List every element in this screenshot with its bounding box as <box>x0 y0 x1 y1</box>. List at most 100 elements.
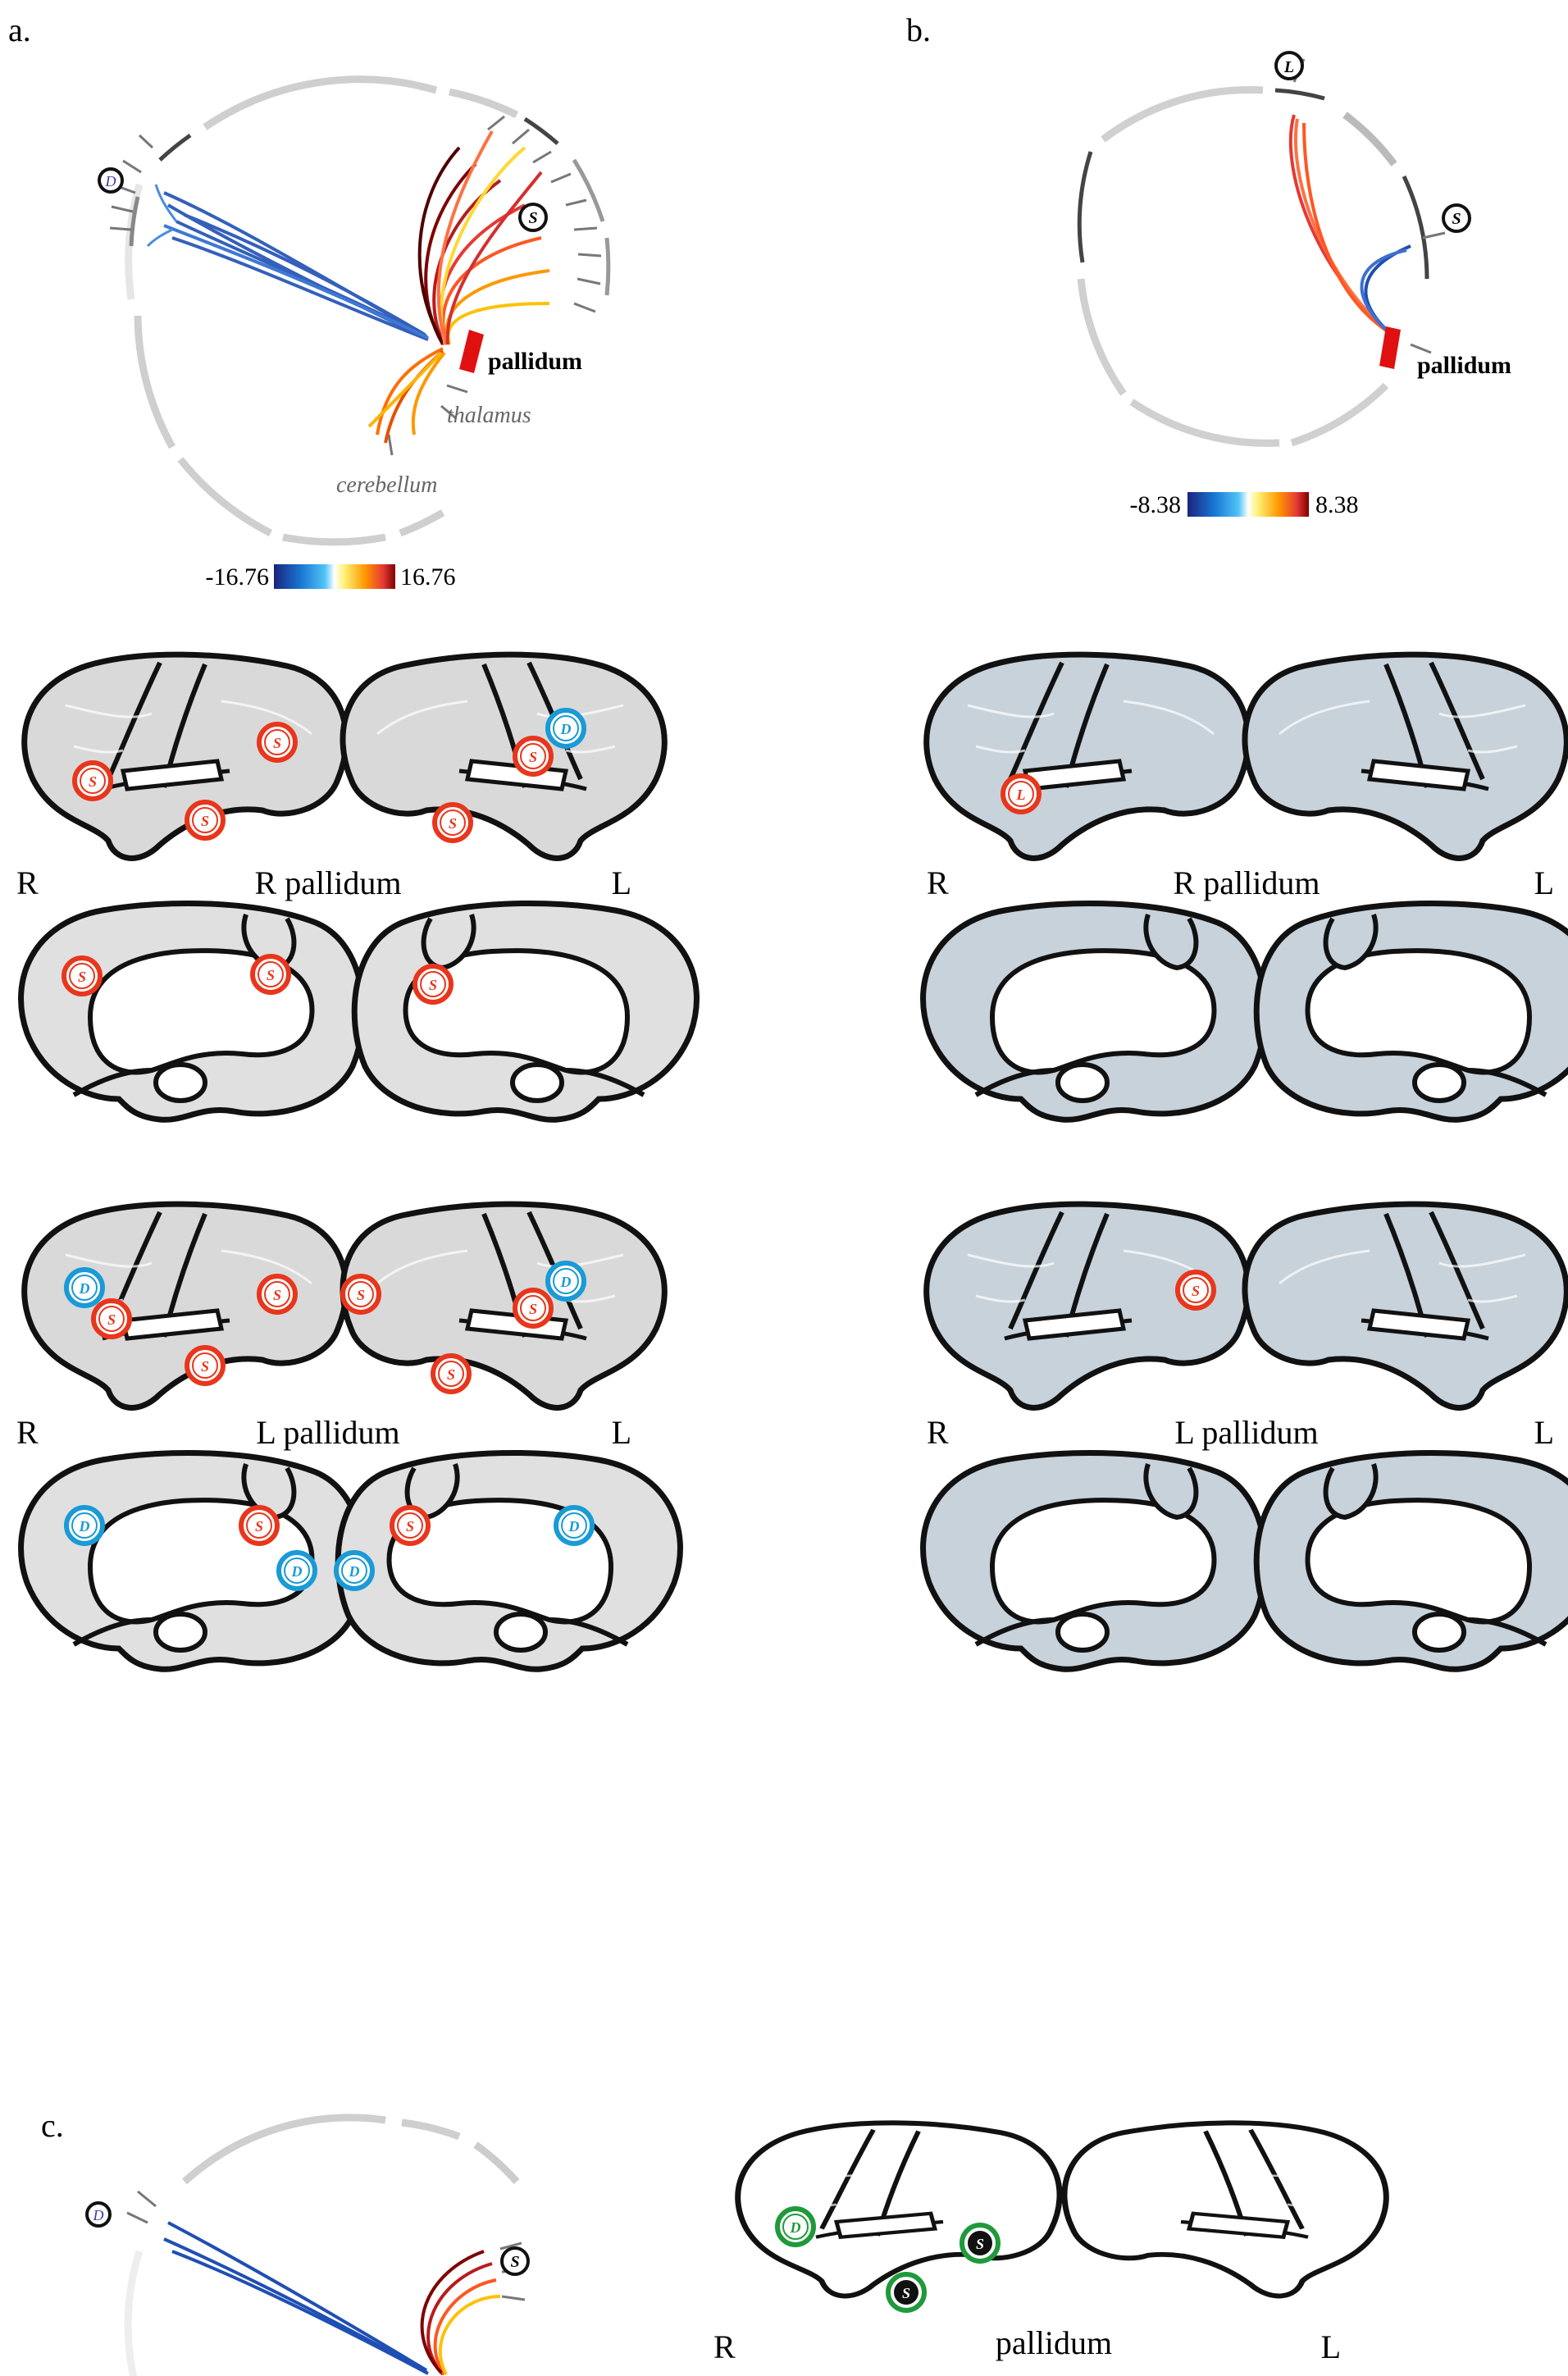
region-marker: S <box>185 800 226 841</box>
panel-a-colorbar-max: 16.76 <box>400 563 456 591</box>
region-marker: D <box>545 1261 586 1302</box>
region-marker-letter: S <box>902 2285 910 2301</box>
row-label-right: L <box>612 1414 631 1451</box>
region-marker: S <box>413 964 454 1005</box>
region-marker: S <box>91 1298 132 1339</box>
region-marker: D <box>545 708 586 749</box>
region-marker-letter: S <box>1192 1283 1200 1299</box>
region-marker: L <box>1001 773 1042 814</box>
region-marker-letter: D <box>568 1518 580 1535</box>
brain-medial <box>338 1453 680 1669</box>
region-marker-letter: L <box>1016 787 1026 803</box>
panel-b-pallidum-label: pallidum <box>1417 352 1511 379</box>
panel-c-brain-row-pallidum: R pallidum L <box>713 2123 1386 2365</box>
panel-b-colorbar-min: -8.38 <box>1130 491 1182 518</box>
panel-b-node-s: S <box>1452 210 1461 228</box>
panel-b-brain-row-r-pallidum: R R pallidum L <box>923 654 1568 1120</box>
region-marker-letter: S <box>449 815 457 832</box>
panel-c-node-d: D <box>93 2207 104 2223</box>
region-marker-letter: D <box>79 1280 90 1297</box>
panel-b-node-l: L <box>1283 58 1294 76</box>
region-marker-letter: D <box>560 721 572 737</box>
row-label-left: R <box>16 864 39 901</box>
brain-medial <box>354 903 696 1120</box>
region-marker-letter: D <box>790 2219 801 2236</box>
region-marker-letter: S <box>201 813 209 829</box>
panel-a-cerebellum-label: cerebellum <box>336 472 437 498</box>
brain-medial <box>21 903 363 1120</box>
region-marker-letter: D <box>79 1518 90 1535</box>
panel-a-node-d: D <box>105 173 116 189</box>
region-marker-letter: S <box>273 1287 281 1303</box>
region-marker-letter: S <box>255 1518 263 1535</box>
region-marker: S <box>257 722 298 763</box>
brain-lateral <box>343 1204 664 1407</box>
region-marker-letter: S <box>78 969 86 985</box>
row-label-center: R pallidum <box>255 864 402 901</box>
region-marker: S <box>959 2223 1001 2264</box>
row-label-left: R <box>927 864 949 901</box>
panel-a-colorbar-min: -16.76 <box>206 563 270 591</box>
panel-b-chord-diagram: L S pallidum <box>1077 51 1511 447</box>
row-label-center: L pallidum <box>1174 1414 1318 1451</box>
region-marker-letter: S <box>429 977 437 993</box>
row-label-left: R <box>927 1414 949 1451</box>
region-marker: D <box>64 1267 105 1308</box>
region-marker: D <box>554 1505 595 1546</box>
panel-b-colorbar: -8.38 8.38 <box>1130 491 1359 518</box>
region-marker: S <box>72 760 113 801</box>
region-marker: S <box>1175 1270 1216 1311</box>
region-marker: S <box>62 955 103 996</box>
panel-b-brain-row-l-pallidum: R L pallidum L <box>923 1204 1568 1669</box>
panel-a-chord-diagram: D S pallidum thalamus cerebellum <box>98 75 611 546</box>
region-marker-letter: S <box>267 967 275 983</box>
panel-a-pallidum-label: pallidum <box>488 348 582 375</box>
region-marker-letter: S <box>976 2236 984 2252</box>
row-label-left: R <box>713 2328 736 2365</box>
panel-a-letter: a. <box>8 11 31 48</box>
region-marker: S <box>513 1288 554 1329</box>
region-marker-letter: S <box>406 1518 414 1535</box>
panel-a-brain-row-l-pallidum: R L pallidum L <box>16 1204 680 1669</box>
region-marker-letter: S <box>89 773 97 790</box>
region-marker-letter: D <box>291 1563 303 1580</box>
brain-lateral <box>25 654 346 858</box>
region-marker: D <box>775 2206 816 2247</box>
panel-a-thalamus-label: thalamus <box>447 403 531 428</box>
region-marker-letter: S <box>447 1366 455 1383</box>
region-marker-letter: S <box>107 1311 116 1328</box>
region-marker: D <box>334 1550 375 1591</box>
panel-c-node-s: S <box>510 2253 519 2271</box>
row-label-center: R pallidum <box>1174 864 1320 901</box>
row-label-right: L <box>1534 1414 1554 1451</box>
panel-a-brain-row-r-pallidum: R R pallidum L <box>16 654 696 1120</box>
region-marker: S <box>257 1274 298 1315</box>
region-marker: D <box>64 1505 105 1546</box>
panel-a-colorbar: -16.76 16.76 <box>206 563 456 591</box>
brain-lateral <box>25 1204 346 1407</box>
region-marker-letter: S <box>273 735 281 751</box>
region-marker-letter: S <box>529 1301 537 1317</box>
region-marker: S <box>432 802 473 843</box>
panel-c-letter: c. <box>41 2107 64 2144</box>
region-marker: S <box>250 954 291 995</box>
row-label-right: L <box>612 864 631 901</box>
region-marker: S <box>886 2272 927 2313</box>
panel-b-letter: b. <box>906 11 931 48</box>
brain-lateral <box>343 654 664 858</box>
row-label-right: L <box>1534 864 1554 901</box>
region-marker-letter: D <box>560 1274 572 1290</box>
row-label-center: pallidum <box>996 2324 1112 2361</box>
panel-b-colorbar-max: 8.38 <box>1315 491 1359 518</box>
region-marker: S <box>340 1274 381 1315</box>
region-marker: S <box>185 1345 226 1386</box>
region-marker-letter: S <box>201 1358 209 1375</box>
row-label-left: R <box>16 1414 39 1451</box>
region-marker: S <box>390 1505 431 1546</box>
region-marker: S <box>431 1353 472 1394</box>
region-marker-letter: S <box>357 1287 365 1303</box>
panel-a-node-s: S <box>528 209 537 227</box>
row-label-center: L pallidum <box>256 1414 399 1451</box>
region-marker-letter: S <box>529 749 537 765</box>
